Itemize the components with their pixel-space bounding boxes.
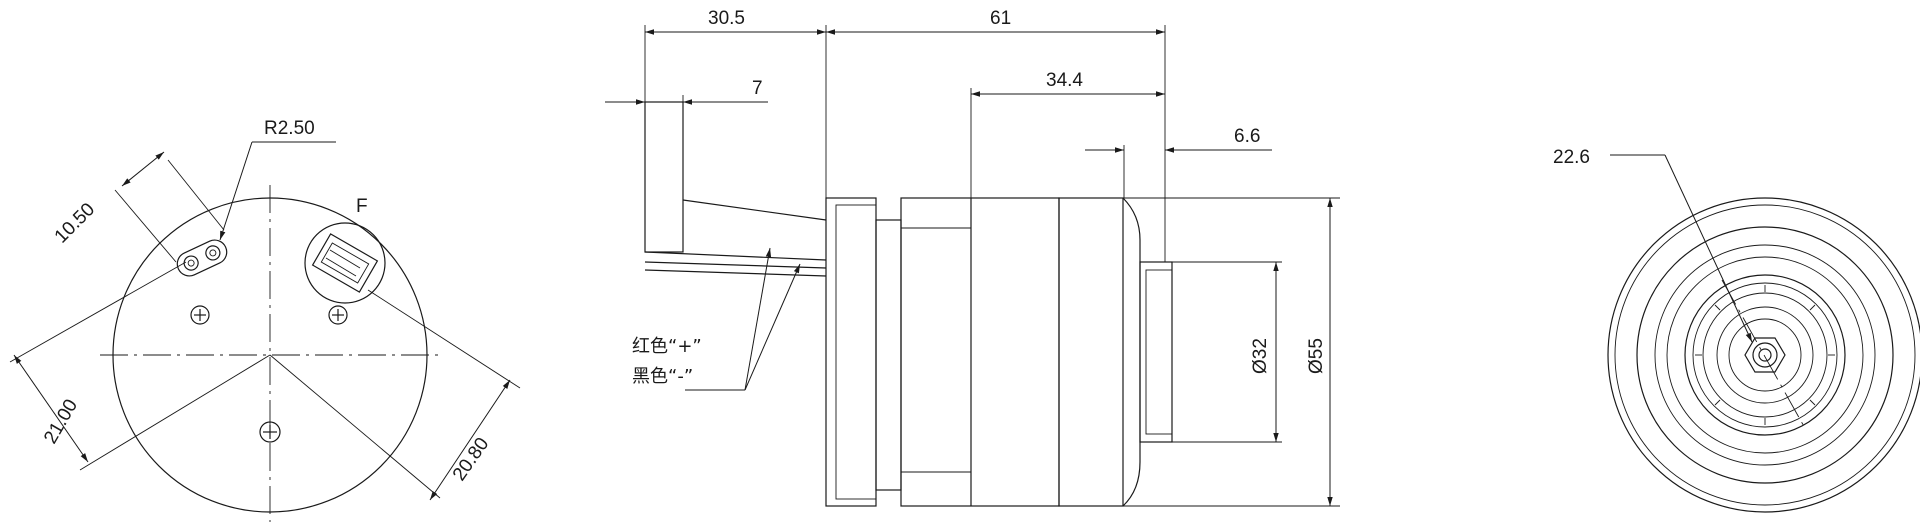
- dim-label-10-50: 10.50: [51, 199, 99, 247]
- lead-wires: [644, 101, 827, 277]
- dim-10-50: [114, 151, 225, 263]
- connector-label-f: F: [356, 196, 368, 217]
- dim-label-20-80: 20.80: [449, 434, 493, 485]
- center-hex-nut: [1744, 337, 1786, 373]
- rear-view: 22.6: [1553, 147, 1920, 513]
- wire-note-leaders: [685, 247, 801, 391]
- side-view: 30.5 61 7 34.4 6.6: [605, 8, 1340, 507]
- front-view: F 10.50 R2.50: [9, 118, 521, 522]
- dim-label-7: 7: [752, 78, 763, 99]
- dim-22-6: [1610, 154, 1753, 343]
- connector-f: [304, 222, 386, 304]
- rear-cap-chamfer: [1122, 197, 1141, 507]
- dim-6-6: [1085, 145, 1272, 198]
- dim-r2-50: [219, 141, 336, 241]
- dim-20-80: [269, 289, 521, 501]
- rear-cap: [1058, 197, 1124, 507]
- screw-bottom-icon: [259, 421, 281, 443]
- terminal-slot: [176, 239, 228, 277]
- output-shaft: [1752, 342, 1778, 368]
- dim-label-61: 61: [990, 8, 1011, 29]
- dim-label-30-5: 30.5: [708, 8, 745, 29]
- dim-label-22-6: 22.6: [1553, 147, 1590, 168]
- dim-label-34-4: 34.4: [1046, 70, 1083, 91]
- gear-housing-step: [875, 219, 902, 491]
- output-boss-inner: [1145, 269, 1173, 435]
- flange-inner-ring: [835, 204, 877, 500]
- dim-21-00: [9, 261, 271, 471]
- screw-right-icon: [328, 305, 348, 325]
- dim-label-r2-50: R2.50: [264, 118, 315, 139]
- dim-dia32: [1172, 261, 1282, 443]
- dim-dia55: [1123, 197, 1340, 507]
- screw-left-icon: [190, 305, 210, 325]
- motor-body-main: [900, 197, 1060, 507]
- dim-34-4: [970, 88, 1165, 198]
- front-flange: [825, 197, 877, 507]
- dim-label-dia32: Ø32: [1250, 338, 1271, 374]
- dim-label-21-00: 21.00: [40, 396, 82, 448]
- wire-note-black-minus: 黑色“-”: [632, 366, 693, 387]
- dim-label-6-6: 6.6: [1234, 126, 1260, 147]
- wire-note-red-plus: 红色“+”: [632, 336, 702, 357]
- dim-61: [826, 25, 1166, 262]
- output-boss: [1139, 261, 1173, 443]
- dim-label-dia55: Ø55: [1306, 338, 1327, 374]
- dim-7: [605, 95, 768, 105]
- dim-30-5: [644, 25, 827, 198]
